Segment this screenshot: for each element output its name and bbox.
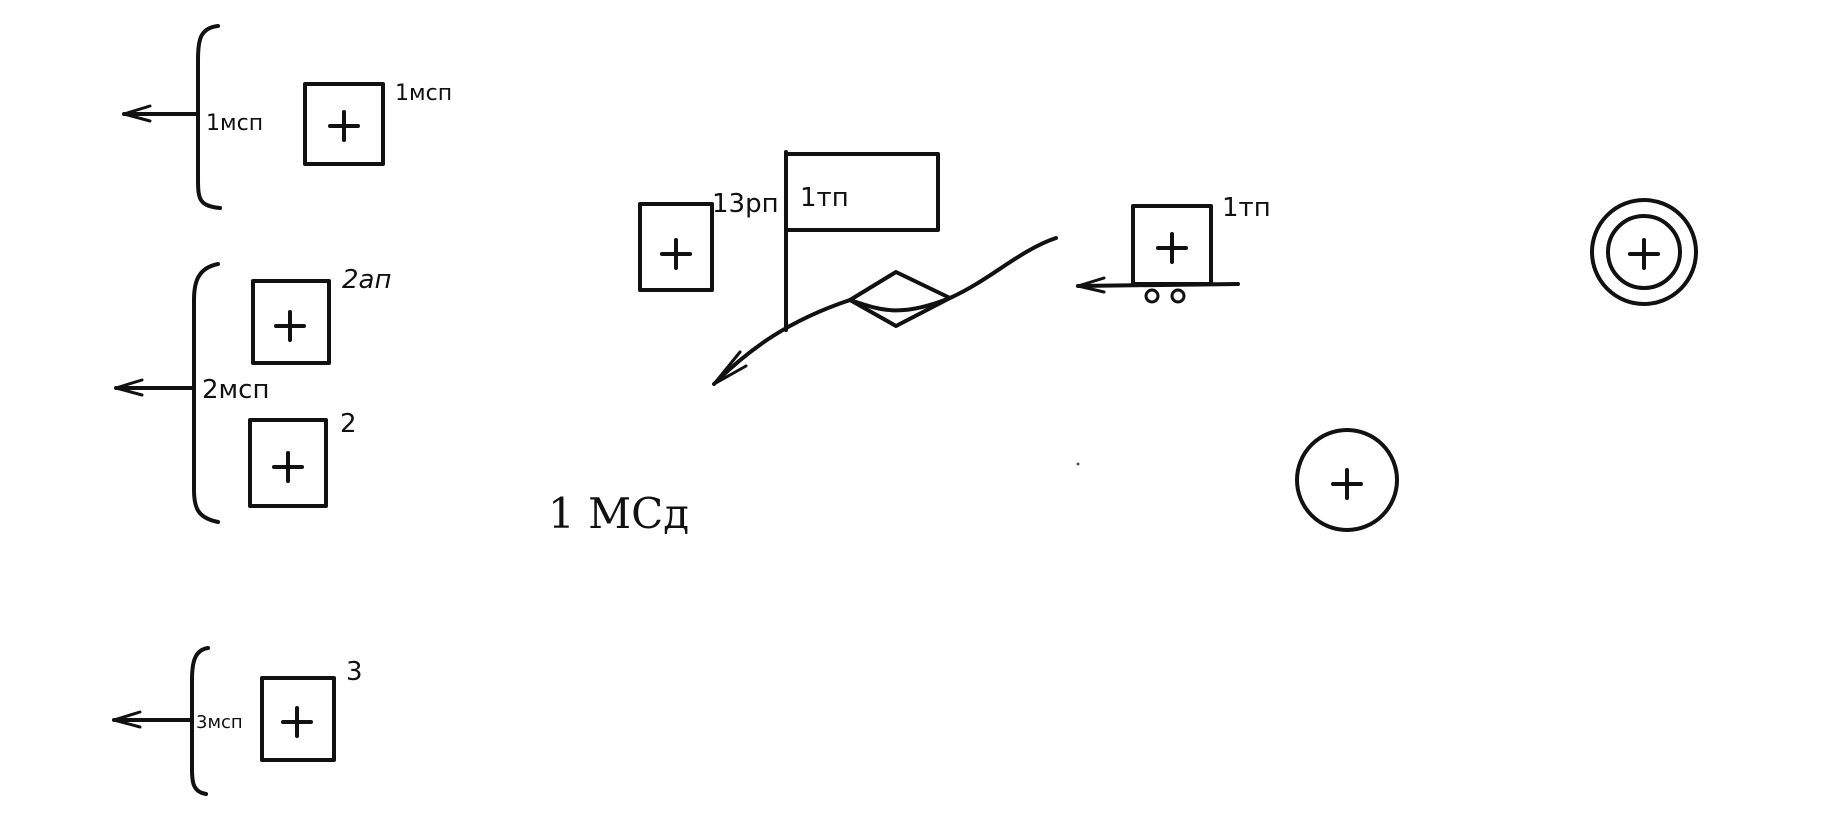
command-post-unit-square <box>638 202 714 292</box>
group-3-brace <box>190 646 210 796</box>
group-3-side-label: 3мсп <box>196 712 243 733</box>
single-circle-cross-icon <box>1331 468 1363 500</box>
flag-label: 1тп <box>800 183 849 213</box>
double-circle-outer <box>1590 198 1698 306</box>
front-line-diamond <box>848 270 952 328</box>
double-circle-inner <box>1606 214 1682 290</box>
group-2-arrow-head-icon <box>114 378 144 397</box>
group-2-side-label: 2мсп <box>202 375 269 405</box>
front-line-arrow-head-icon <box>712 350 748 386</box>
wheeled-unit-corner-label: 1тп <box>1222 193 1271 223</box>
group-3-unit-square <box>260 676 336 762</box>
group-2-upper-cross-icon <box>274 310 306 342</box>
double-circle-symbol <box>1590 198 1698 306</box>
group-1-symbol: 1мсп 1мсп <box>122 24 452 210</box>
wheeled-unit-cross-icon <box>1156 232 1188 264</box>
division-label: 1 МСд <box>548 489 689 538</box>
flag-panel <box>784 152 940 232</box>
command-post-cross-icon <box>660 238 692 270</box>
wheeled-unit-symbol: 1тп <box>1076 193 1271 304</box>
group-1-cross-icon <box>328 110 360 142</box>
wheel-left-icon <box>1144 288 1160 304</box>
group-2-symbol: 2ап 2мсп 2 <box>114 262 391 524</box>
group-1-side-label: 1мсп <box>206 111 263 136</box>
wheeled-unit-base-line <box>1076 282 1240 288</box>
command-post-square-label: 13рп <box>712 189 779 219</box>
wheel-right-icon <box>1170 288 1186 304</box>
group-1-arrow-head-icon <box>122 104 152 123</box>
group-3-symbol: 3мсп 3 <box>112 646 363 796</box>
group-1-brace <box>196 24 222 210</box>
group-3-cross-icon <box>281 706 313 738</box>
group-1-corner-label: 1мсп <box>395 81 452 106</box>
wheeled-unit-arrow-head-icon <box>1076 276 1106 294</box>
front-line <box>712 236 1058 386</box>
group-2-upper-corner-label: 2ап <box>342 265 391 295</box>
group-1-unit-square <box>303 82 385 166</box>
group-2-lower-cross-icon <box>272 451 304 483</box>
group-3-corner-label: 3 <box>346 657 363 687</box>
speck-mark <box>1076 462 1080 466</box>
single-circle-outline <box>1295 428 1399 532</box>
single-circle-symbol <box>1295 428 1399 532</box>
command-post-symbol: 13рп 1тп <box>638 150 1058 386</box>
group-3-arrow-head-icon <box>112 710 142 729</box>
group-2-lower-corner-label: 2 <box>340 409 357 439</box>
group-2-lower-unit-square <box>248 418 328 508</box>
group-2-brace <box>192 262 220 524</box>
group-2-upper-unit-square <box>251 279 331 365</box>
double-circle-cross-icon <box>1628 238 1660 270</box>
